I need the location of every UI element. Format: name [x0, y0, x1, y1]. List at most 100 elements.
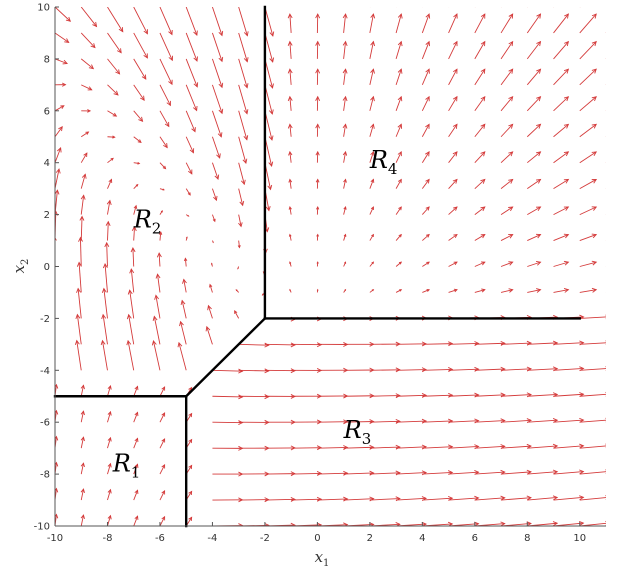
field-arrow — [369, 178, 375, 189]
region-boundaries — [53, 5, 581, 528]
field-arrow — [288, 206, 292, 215]
field-arrow — [133, 32, 148, 59]
y-tick-label: 6 — [44, 106, 50, 117]
field-arrow — [159, 489, 166, 501]
field-arrow — [238, 84, 249, 115]
field-arrow — [290, 7, 292, 8]
field-arrow — [579, 206, 598, 216]
field-arrow — [553, 443, 585, 449]
field-arrow — [605, 136, 606, 137]
field-arrow — [76, 261, 82, 293]
field-arrow — [396, 393, 428, 398]
field-arrow — [237, 240, 241, 249]
field-arrow — [107, 178, 113, 189]
field-arrow — [605, 499, 606, 501]
field-arrow — [317, 7, 318, 8]
field-arrow — [606, 0, 620, 7]
x-tick-label: 6 — [472, 533, 478, 544]
field-arrow — [107, 110, 118, 117]
field-arrow — [238, 7, 249, 37]
field-arrow — [526, 123, 542, 138]
field-arrow — [80, 436, 85, 449]
field-arrow — [107, 384, 112, 397]
field-arrow — [527, 7, 528, 8]
field-arrow — [264, 497, 296, 502]
field-arrow — [159, 32, 174, 62]
field-arrow — [127, 289, 135, 319]
y-tick-label: 0 — [44, 262, 50, 273]
field-arrow — [579, 391, 606, 397]
field-arrow — [605, 110, 606, 111]
field-arrow — [395, 206, 402, 215]
field-arrow — [343, 206, 347, 215]
field-arrow — [107, 58, 121, 75]
field-arrow — [235, 289, 239, 293]
field-arrow — [185, 236, 188, 241]
region-label-r2: R2 — [133, 206, 162, 238]
field-arrow — [395, 40, 403, 60]
field-arrow — [553, 260, 570, 267]
field-arrow — [185, 162, 193, 175]
field-arrow — [133, 204, 138, 215]
field-arrow — [79, 215, 85, 241]
field-arrow — [474, 288, 486, 293]
field-arrow — [106, 199, 112, 215]
field-arrow — [238, 110, 249, 141]
field-arrow — [474, 261, 486, 267]
y-tick-label: 10 — [37, 3, 50, 14]
field-arrow — [474, 95, 486, 112]
field-arrow — [369, 7, 371, 8]
field-arrow — [343, 444, 375, 450]
field-arrow — [605, 447, 606, 449]
field-arrow — [369, 13, 376, 34]
field-arrow — [238, 58, 249, 89]
field-arrow — [55, 366, 56, 371]
field-arrow — [579, 151, 598, 164]
field-arrow — [185, 136, 195, 154]
field-arrow — [291, 496, 323, 502]
field-arrow — [264, 342, 296, 348]
field-arrow — [526, 68, 542, 86]
field-arrow — [212, 394, 244, 400]
field-arrow — [579, 123, 597, 138]
field-arrow — [342, 40, 348, 59]
field-arrow — [210, 262, 213, 267]
field-arrow — [234, 310, 240, 319]
field-arrow — [342, 150, 348, 163]
field-arrow — [287, 13, 293, 33]
field-arrow — [369, 206, 374, 215]
field-arrow — [107, 514, 112, 526]
field-arrow — [74, 339, 82, 371]
field-arrow — [605, 473, 606, 475]
field-arrow — [316, 233, 319, 241]
field-arrow — [553, 68, 570, 86]
field-arrow — [316, 261, 319, 267]
field-arrow — [107, 32, 122, 54]
boundary-diagonal — [184, 316, 267, 398]
field-arrow — [605, 317, 606, 319]
field-arrow — [159, 412, 166, 423]
field-arrow — [130, 246, 136, 267]
y-tick-label: 8 — [44, 54, 50, 65]
field-arrow — [501, 7, 502, 8]
field-arrow — [238, 136, 248, 165]
field-arrow — [579, 340, 606, 346]
field-arrow — [80, 384, 85, 397]
field-arrow — [288, 233, 292, 241]
field-arrow — [131, 225, 137, 241]
field-arrow — [579, 233, 598, 241]
field-arrow — [315, 95, 321, 111]
field-arrow — [605, 369, 606, 371]
field-arrow — [527, 233, 542, 241]
field-arrow — [264, 7, 275, 37]
field-arrow — [553, 233, 570, 241]
field-arrow — [80, 410, 85, 423]
field-arrow — [55, 82, 67, 87]
field-arrow — [553, 469, 585, 475]
field-arrow — [501, 469, 532, 475]
x-axis-title: x1 — [315, 548, 330, 569]
field-arrow — [159, 386, 166, 397]
field-arrow — [264, 84, 274, 115]
field-arrow — [315, 150, 320, 163]
field-arrow — [80, 194, 86, 215]
